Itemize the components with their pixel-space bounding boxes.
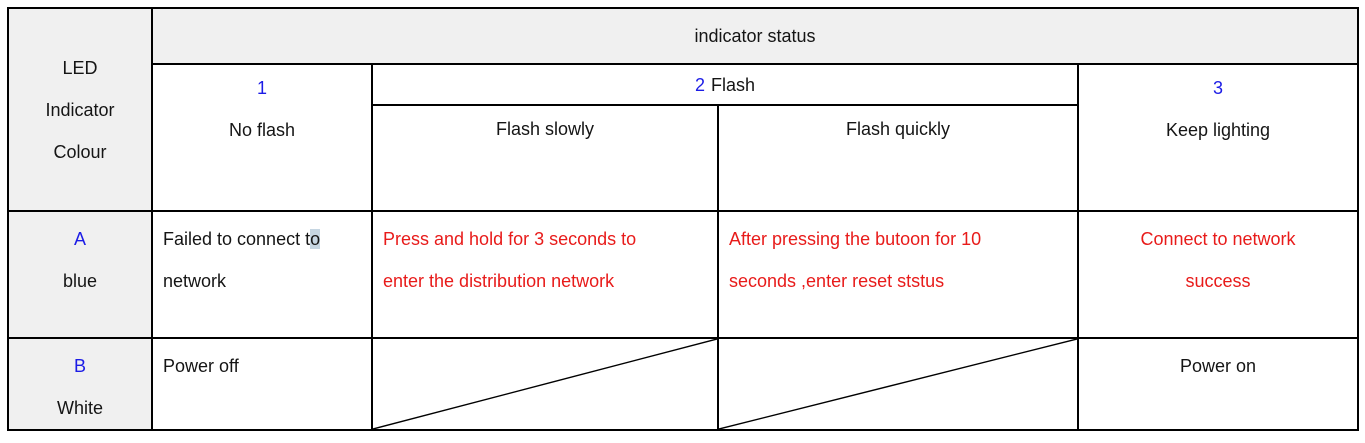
column-header-flash-quickly: Flash quickly: [717, 104, 1079, 212]
column-label-keep-lighting: Keep lighting: [1165, 120, 1271, 140]
cell-b-flash-quickly-not-applicable: [717, 337, 1079, 431]
cell-a-flash-slowly: Press and hold for 3 seconds to enter th…: [371, 210, 719, 339]
column-number-2: 2: [694, 74, 705, 95]
column-header-flash-slowly: Flash slowly: [371, 104, 719, 212]
led-indicator-status-table: LED Indicator Colour indicator status 1 …: [7, 7, 1359, 431]
column-number-1: 1: [256, 78, 267, 98]
column-group-label-flash: Flash: [711, 74, 756, 95]
cell-a-no-flash-line1: Failed to connect to: [163, 229, 321, 249]
diagonal-strikethrough-line: [719, 339, 1077, 429]
column-label-no-flash: No flash: [228, 120, 296, 140]
indicator-status-header-label: indicator status: [694, 26, 816, 46]
row-id-a: A: [73, 229, 86, 249]
cell-b-keep-lighting-text: Power on: [1179, 356, 1257, 376]
cell-b-no-flash: Power off: [151, 337, 373, 431]
column-group-header-flash: 2 Flash: [371, 63, 1079, 106]
cell-a-keep-lighting-line2: success: [1185, 271, 1251, 291]
cell-b-flash-slowly-not-applicable: [371, 337, 719, 431]
highlighted-character: o: [310, 229, 321, 249]
cell-a-keep-lighting-line1: Connect to network: [1140, 229, 1296, 249]
cell-a-no-flash-line2: network: [163, 271, 227, 291]
indicator-status-header: indicator status: [151, 7, 1359, 65]
column-header-no-flash: 1 No flash: [151, 63, 373, 212]
corner-header-led-indicator-colour: LED Indicator Colour: [7, 7, 153, 212]
column-header-keep-lighting: 3 Keep lighting: [1077, 63, 1359, 212]
column-label-flash-slowly: Flash slowly: [495, 119, 595, 139]
corner-header-line: LED: [62, 57, 98, 78]
row-label-b-white: B White: [7, 337, 153, 431]
diagonal-strikethrough-line: [373, 339, 717, 429]
column-label-flash-quickly: Flash quickly: [845, 119, 951, 139]
row-label-a-blue: A blue: [7, 210, 153, 339]
corner-header-line: Indicator: [45, 99, 115, 120]
row-colour-blue: blue: [62, 271, 98, 291]
corner-header-line: Colour: [53, 141, 107, 162]
cell-b-no-flash-text: Power off: [163, 356, 239, 376]
row-colour-white: White: [56, 398, 103, 418]
cell-a-flash-slowly-line1: Press and hold for 3 seconds to: [383, 229, 637, 249]
cell-a-flash-quickly-line1: After pressing the butoon for 10: [729, 229, 982, 249]
cell-a-no-flash: Failed to connect to network: [151, 210, 373, 339]
cell-a-flash-quickly: After pressing the butoon for 10 seconds…: [717, 210, 1079, 339]
column-number-3: 3: [1212, 78, 1223, 98]
cell-a-flash-quickly-line2: seconds ,enter reset ststus: [729, 271, 945, 291]
cell-a-flash-slowly-line2: enter the distribution network: [383, 271, 615, 291]
row-id-b: B: [73, 356, 86, 376]
cell-b-keep-lighting: Power on: [1077, 337, 1359, 431]
cell-a-keep-lighting: Connect to network success: [1077, 210, 1359, 339]
